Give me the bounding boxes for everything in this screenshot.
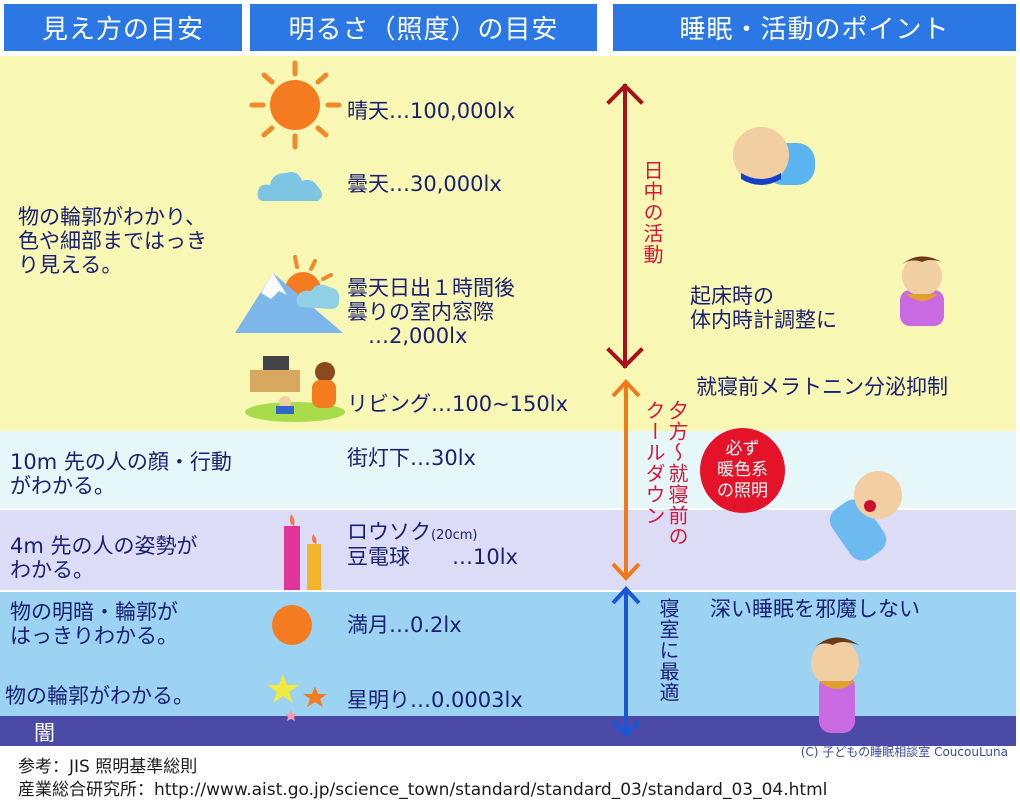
sitting-baby-icon xyxy=(900,256,944,326)
lux-star: 星明り…0.0003lx xyxy=(347,688,523,712)
lux-moon: 満月…0.2lx xyxy=(347,613,462,637)
period-evening: 夕方～就寝前の xyxy=(665,400,689,547)
evening-arrow-icon xyxy=(611,379,641,581)
stars-icon xyxy=(267,674,327,721)
header-brightness: 明るさ（照度）の目安 xyxy=(250,4,597,51)
full-moon-icon xyxy=(272,605,312,645)
point-deep-sleep: 深い睡眠を邪魔しない xyxy=(710,597,920,621)
point-wake: 起床時の 体内時計調整に xyxy=(690,284,837,332)
lux-living: リビング…100~150lx xyxy=(347,392,569,416)
lux-streetlight: 街灯下…30lx xyxy=(347,446,476,470)
night-arrow-icon xyxy=(611,586,641,738)
sun-icon xyxy=(249,60,342,150)
visibility-star: 物の輪郭がわかる。 xyxy=(5,684,194,708)
band-daylight xyxy=(0,56,1016,431)
crying-baby-icon xyxy=(829,471,902,561)
lux-bulb: 豆電球 …10lx xyxy=(347,545,518,569)
warm-light-badge: 必ず 暖色系 の照明 xyxy=(700,428,785,513)
lux-cloudy: 曇天…30,000lx xyxy=(347,172,502,196)
sleeping-baby-icon xyxy=(811,637,859,733)
darkness-label: 闇 xyxy=(34,721,55,745)
visibility-day: 物の輪郭がわかり、 色や細部まではっき り見える。 xyxy=(18,205,207,277)
visibility-candle: 4m 先の人の姿勢が わかる。 xyxy=(10,534,198,582)
period-night: 寝室に最適 xyxy=(656,598,680,703)
lux-window: 曇天日出１時間後 曇りの室内窓際 …2,000lx xyxy=(347,276,515,348)
copyright-credit: (C) 子どもの睡眠相談室 CoucouLuna xyxy=(800,745,1008,759)
header-visibility: 見え方の目安 xyxy=(4,4,242,51)
candle-label: ロウソク xyxy=(347,520,431,544)
mountain-sunrise-icon xyxy=(235,255,343,333)
daytime-arrow-icon xyxy=(606,83,644,369)
point-melatonin: 就寝前メラトニン分泌抑制 xyxy=(696,375,948,399)
crawling-baby-icon xyxy=(733,127,815,185)
cloud-icon xyxy=(257,172,322,201)
visibility-moon: 物の明暗・輪郭が はっきりわかる。 xyxy=(10,600,178,648)
visibility-street: 10m 先の人の顔・行動 がわかる。 xyxy=(10,450,232,498)
candle-icon xyxy=(284,514,321,590)
lux-candle: ロウソク(20cm) xyxy=(347,520,478,548)
living-room-icon xyxy=(245,356,345,422)
lux-sunny: 晴天…100,000lx xyxy=(347,99,516,123)
candle-note: (20cm) xyxy=(431,528,478,543)
reference-aist: 産業総合研究所：http://www.aist.go.jp/science_to… xyxy=(18,780,828,800)
band-streetlight xyxy=(0,431,1016,508)
period-cooldown: クールダウン xyxy=(642,400,666,526)
header-sleep-points: 睡眠・活動のポイント xyxy=(613,4,1016,51)
period-daytime: 日中の活動 xyxy=(640,160,664,265)
reference-jis: 参考：JIS 照明基準総則 xyxy=(18,757,198,777)
